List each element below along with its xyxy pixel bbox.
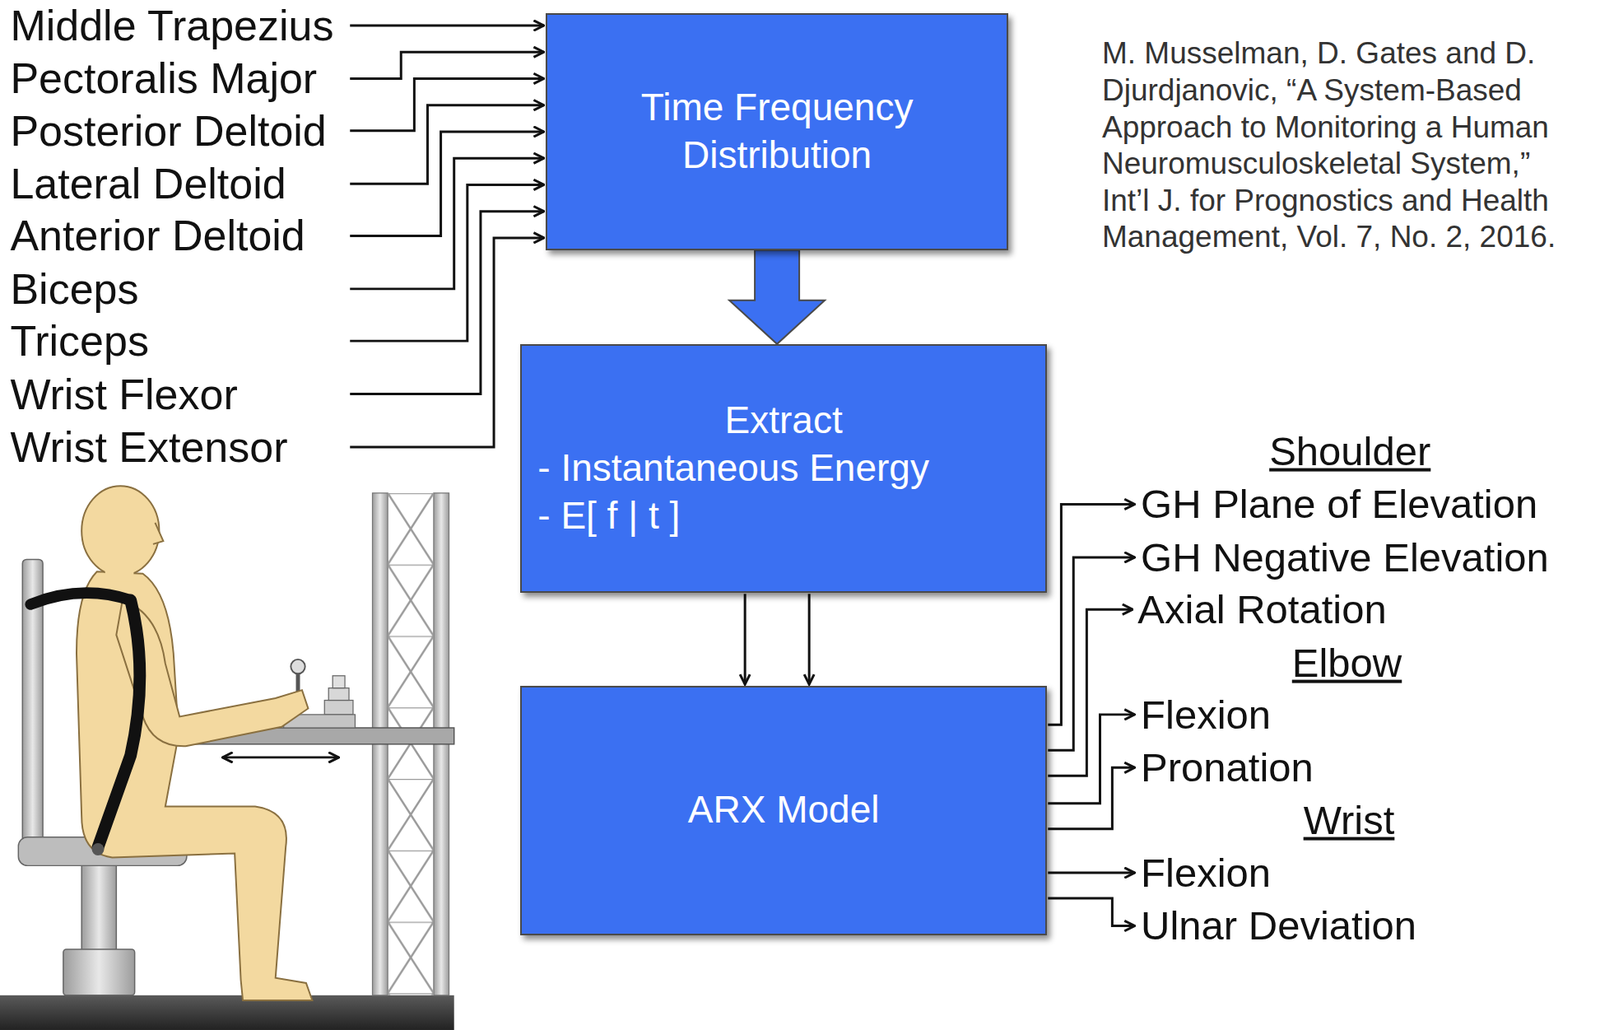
output-label: Pronation	[1140, 743, 1314, 792]
muscle-label: Posterior Deltoid	[9, 104, 326, 156]
signal-wire	[1047, 897, 1135, 926]
process-box: Extract- Instantaneous Energy- E[ f | t …	[520, 344, 1047, 594]
weight-stack	[332, 675, 345, 689]
harness-strap	[97, 600, 140, 847]
connector-arrow	[744, 593, 747, 684]
signal-wire	[1047, 557, 1135, 750]
joystick-knob	[290, 659, 305, 674]
seated-subject-illustration	[0, 485, 455, 1030]
harness-strap	[30, 592, 131, 605]
box-text: - Instantaneous Energy	[531, 444, 1036, 493]
block-arrow	[729, 250, 825, 345]
chair-pedestal	[81, 863, 117, 952]
muscle-label: Triceps	[9, 315, 149, 367]
output-label: Ulnar Deviation	[1140, 901, 1417, 950]
signal-wire	[1047, 767, 1135, 828]
muscle-label: Wrist Flexor	[9, 367, 238, 419]
head	[81, 485, 159, 576]
signal-wire	[349, 105, 545, 184]
output-label: GH Plane of Elevation	[1140, 479, 1538, 529]
signal-wire	[1047, 503, 1135, 725]
muscle-label: Wrist Extensor	[9, 421, 288, 473]
floor	[0, 995, 455, 1030]
box-text: Time Frequency Distribution	[604, 83, 950, 180]
process-box: ARX Model	[520, 685, 1047, 935]
output-label: Flexion	[1140, 689, 1271, 739]
input-wires	[349, 25, 545, 447]
muscle-label: Middle Trapezius	[9, 0, 334, 52]
box-text: ARX Model	[531, 786, 1036, 834]
signal-wire	[349, 51, 545, 79]
harness-pivot	[92, 842, 105, 856]
body	[76, 571, 312, 1000]
weight-stack	[324, 700, 354, 715]
output-label: Flexion	[1140, 848, 1271, 898]
muscle-label: Lateral Deltoid	[9, 158, 286, 210]
section-heading: Elbow	[1292, 637, 1402, 687]
muscle-label: Anterior Deltoid	[9, 209, 305, 261]
signal-wire	[1047, 609, 1133, 776]
citation-note: M. Musselman, D. Gates and D. Djurdjanov…	[1102, 35, 1557, 256]
output-wires	[1047, 503, 1135, 926]
chair-base	[63, 948, 135, 996]
motion-arrow	[222, 756, 339, 759]
muscle-label: Biceps	[9, 263, 139, 315]
neck	[105, 562, 135, 582]
signal-wire	[349, 158, 545, 289]
process-box: Time Frequency Distribution	[545, 13, 1009, 251]
box-text: Extract	[531, 396, 1036, 445]
signal-wire	[349, 24, 545, 28]
signal-wire	[349, 184, 545, 341]
output-label: GH Negative Elevation	[1140, 533, 1549, 582]
connector-arrow	[808, 593, 811, 684]
signal-wire	[349, 237, 545, 447]
box-text: - E[ f | t ]	[531, 492, 1036, 540]
output-label: Axial Rotation	[1137, 585, 1387, 634]
weight-stack	[328, 688, 349, 701]
nose	[153, 522, 163, 545]
signal-wire	[1047, 714, 1135, 804]
signal-wire	[1047, 871, 1135, 875]
section-heading: Shoulder	[1269, 427, 1431, 476]
muscle-label: Pectoralis Major	[9, 52, 317, 104]
section-heading: Wrist	[1303, 795, 1396, 844]
